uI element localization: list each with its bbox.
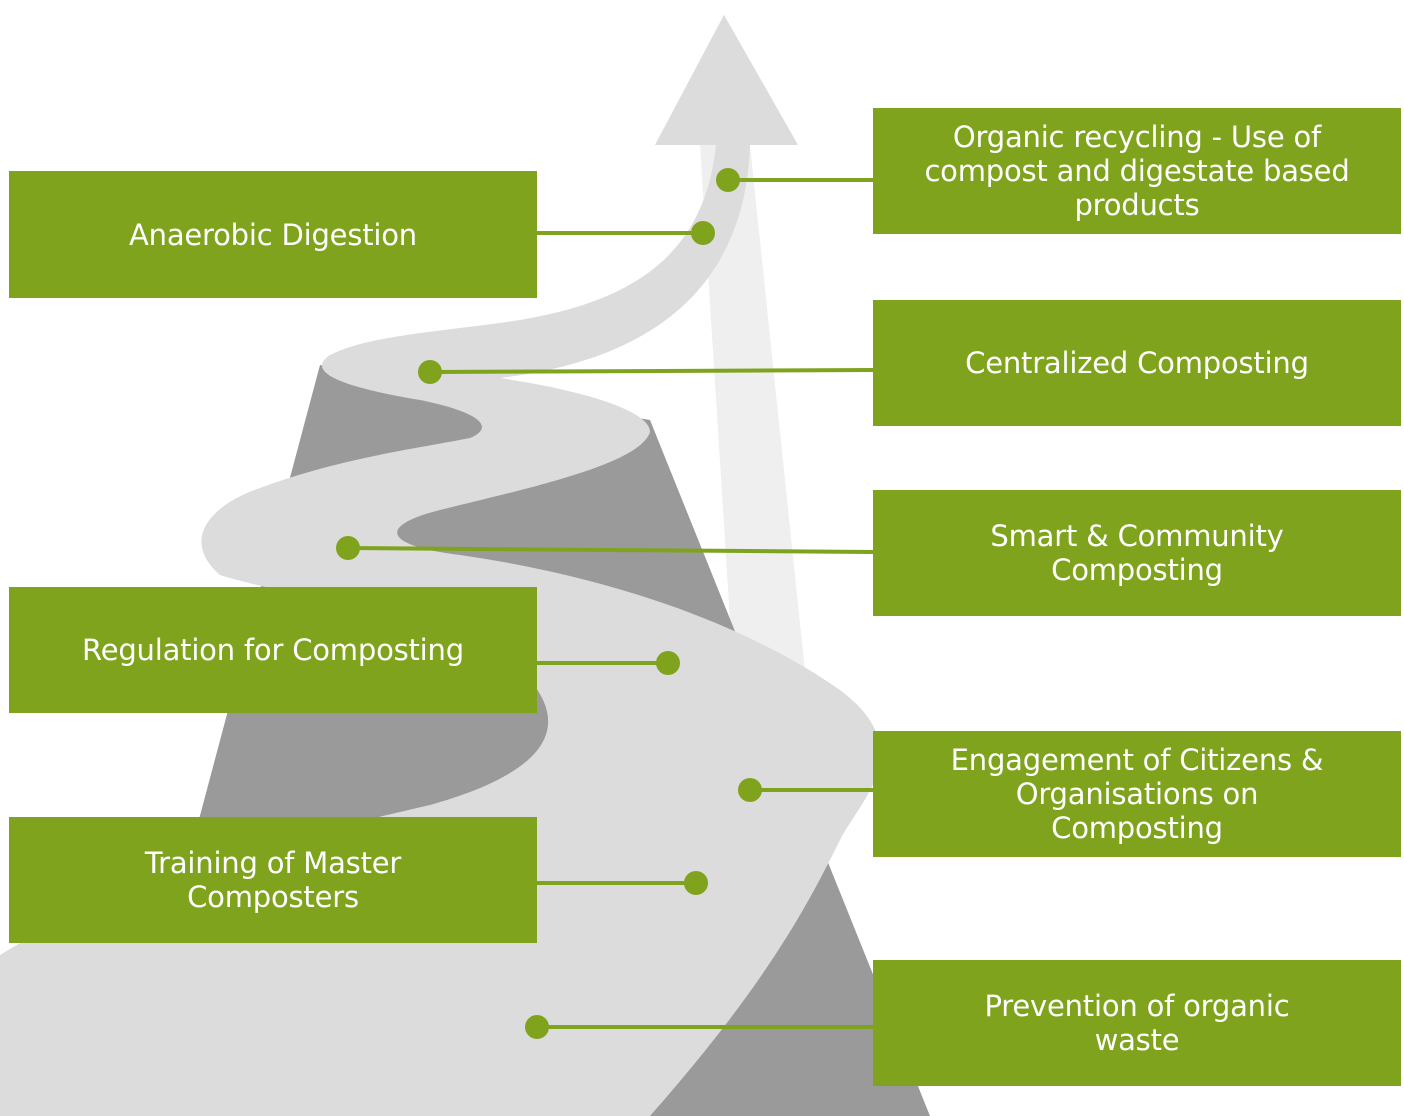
step-box-centralized: Centralized Composting	[873, 300, 1401, 426]
dot-prevention	[525, 1015, 549, 1039]
dot-regulation	[656, 651, 680, 675]
dot-smart	[336, 536, 360, 560]
dot-anaerobic	[691, 221, 715, 245]
step-label-anaerobic: Anaerobic Digestion	[129, 217, 417, 252]
step-box-prevention: Prevention of organic waste	[873, 960, 1401, 1086]
dot-engagement	[738, 778, 762, 802]
step-box-engagement: Engagement of Citizens & Organisations o…	[873, 731, 1401, 857]
dot-centralized	[418, 360, 442, 384]
connector-smart	[347, 546, 874, 554]
connectors	[347, 178, 874, 1029]
step-label-prevention: Prevention of organic waste	[984, 989, 1290, 1057]
step-label-smart-community: Smart & Community Composting	[990, 519, 1284, 587]
step-box-regulation: Regulation for Composting	[9, 587, 537, 713]
step-label-regulation: Regulation for Composting	[82, 633, 464, 667]
step-label-centralized: Centralized Composting	[965, 346, 1309, 380]
step-label-engagement: Engagement of Citizens & Organisations o…	[950, 743, 1324, 845]
step-box-training: Training of Master Composters	[9, 817, 537, 943]
winding-road	[0, 15, 881, 1116]
progress-arrow	[655, 15, 808, 700]
dot-organic	[716, 168, 740, 192]
step-box-anaerobic: Anaerobic Digestion	[9, 171, 537, 298]
milestone-dots	[336, 168, 762, 1039]
dot-training	[684, 871, 708, 895]
step-box-organic-recycling: Organic recycling - Use of compost and d…	[873, 108, 1401, 234]
connector-centralized	[429, 368, 874, 374]
step-box-smart-community: Smart & Community Composting	[873, 490, 1401, 616]
step-label-training: Training of Master Composters	[144, 846, 402, 914]
step-label-organic-recycling: Organic recycling - Use of compost and d…	[924, 120, 1350, 222]
